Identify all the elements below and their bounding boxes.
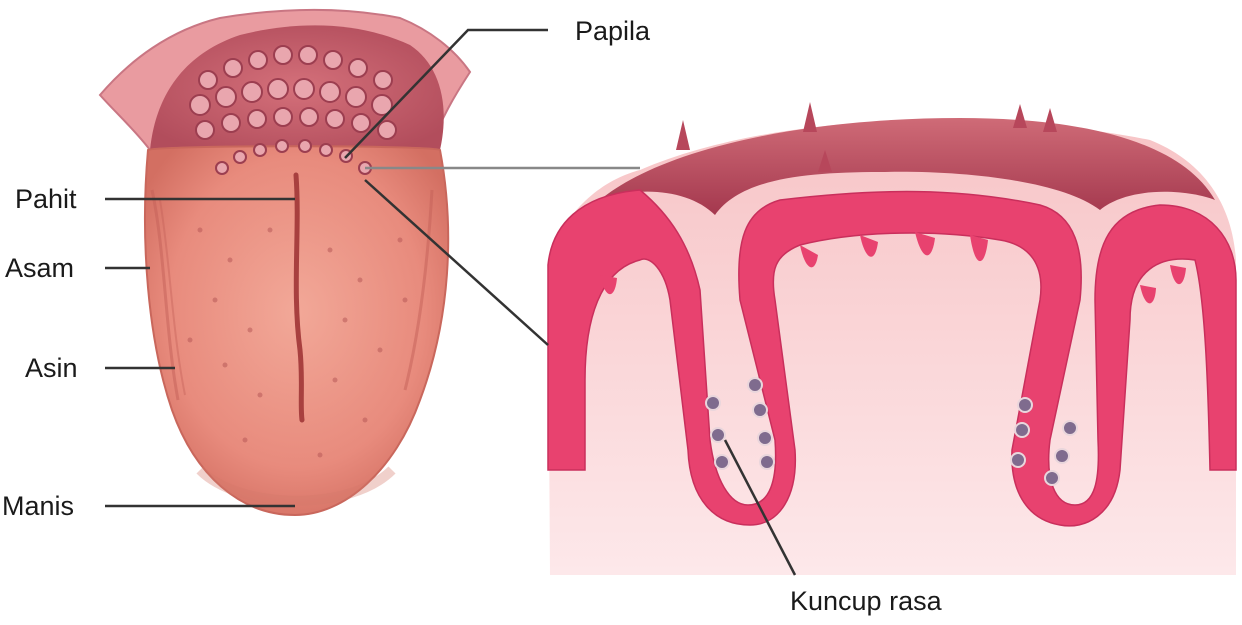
leader-lines	[105, 28, 797, 576]
taste-buds	[705, 377, 1078, 486]
epithelium-layer	[547, 189, 1237, 527]
label-kuncup-rasa: Kuncup rasa	[790, 586, 942, 616]
label-asin: Asin	[25, 353, 78, 383]
papillae-cluster	[189, 45, 397, 175]
leader-kuncup-rasa	[723, 439, 797, 576]
label-asam: Asam	[5, 253, 75, 283]
label-manis: Manis	[2, 491, 75, 521]
tongue-surface-dots	[187, 227, 408, 458]
median-groove	[293, 172, 305, 423]
label-papila: Papila	[575, 16, 651, 46]
label-pahit: Pahit	[15, 184, 77, 214]
leader-papila	[344, 28, 548, 159]
papilla-top-surface	[600, 118, 1215, 215]
tongue-illustration	[98, 8, 472, 517]
papilla-cross-section	[547, 102, 1237, 575]
leader-magnify	[364, 179, 549, 346]
